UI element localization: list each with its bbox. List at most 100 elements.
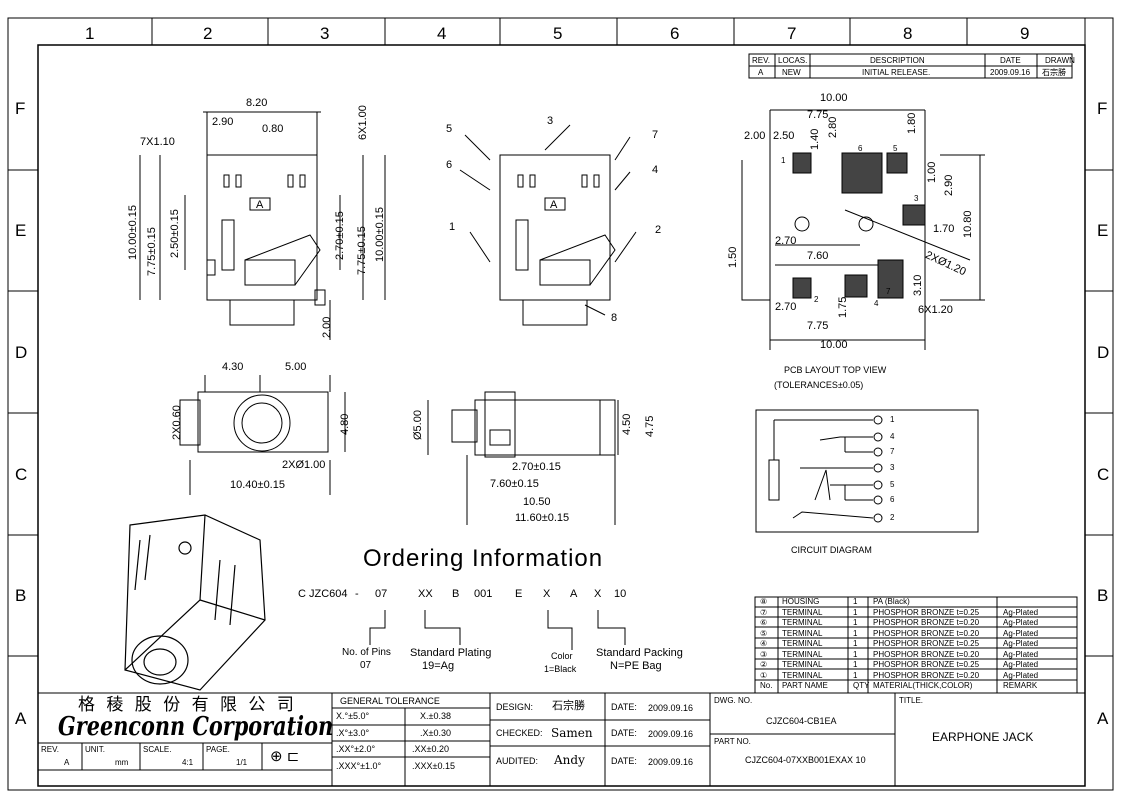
row-label-c-right: C [1097,465,1110,484]
audited-value: Andy [554,753,585,767]
design-label: DESIGN: [496,702,534,712]
bom-cell-4: Ag-Plated [1003,660,1039,669]
row-label-e-right: E [1097,221,1109,240]
ordering-packing-label: Standard Packing [596,647,683,659]
column-label-8: 8 [903,24,913,43]
rev-header-locas: LOCAS. [778,56,808,65]
ordering-color-label: Color [551,651,573,661]
ordering-leader-lines [369,610,626,650]
pin-label-3: 3 [547,115,554,127]
rev-row-description: INITIAL RELEASE. [862,68,931,77]
side-view-drawing [427,391,619,525]
bom-cell-0: ② [760,660,768,669]
bom-cell-0: ⑦ [760,607,768,617]
bom-cell-2: 1 [853,618,858,627]
bom-cell-2: 1 [853,607,858,617]
pin-label-6: 6 [446,159,453,171]
front-2x0-60: 2X0.60 [171,405,183,440]
circuit-pin-1: 1 [890,415,895,424]
ordering-code-10: 10 [614,588,627,600]
column-label-5: 5 [553,24,563,43]
pcb-pad-label-3: 3 [914,194,919,203]
bom-cell-2: 1 [853,639,858,648]
row-label-a-right: A [1097,709,1109,728]
front-width: 10.40±0.15 [230,479,285,491]
projection-symbol-icon: ⊕ ⊏ [270,748,300,765]
checked-label: CHECKED: [496,728,543,738]
bom-cell-3: PHOSPHOR BRONZE t=0.20 [873,618,980,627]
title-label: TITLE. [899,696,924,705]
front-view-drawing [179,375,346,495]
pcb-1-70: 1.70 [933,223,955,235]
bom-cell-4: Ag-Plated [1003,639,1039,648]
row-label-a-left: A [15,709,27,728]
rev-row-drawn: 石宗勝 [1042,68,1066,77]
dim-pins: 7X1.10 [140,136,175,148]
row-label-f-right: F [1097,99,1108,118]
mark-a-left: A [256,199,264,211]
page-value: 1/1 [236,758,248,767]
pcb-caption: PCB LAYOUT TOP VIEW [784,365,887,375]
ordering-color-value: 1=Black [544,664,577,674]
bom-cell-1: TERMINAL [782,660,823,669]
pcb-2-70-bottom: 2.70 [775,301,797,313]
bom-cell-1: TERMINAL [782,639,823,648]
pcb-pad-label-4: 4 [874,299,879,308]
dim-h-total-left: 10.00±0.15 [127,205,139,260]
bom-cell-0: ③ [760,649,768,659]
pcb-w-total: 10.00 [820,92,848,104]
side-dia: Ø5.00 [412,410,424,440]
dwg-no-value: CJZC604-CB1EA [766,716,837,726]
bom-cell-2: 1 [853,597,858,606]
pcb-w-total-bottom: 10.00 [820,339,848,351]
tol-linear-1: .X±0.30 [420,728,451,738]
front-hole: 2XØ1.00 [282,459,326,471]
title-block-grid [38,692,1085,786]
bom-header-0: No. [760,681,773,690]
design-value: 石宗勝 [552,700,585,712]
page-label: PAGE. [206,745,230,754]
bom-cell-0: ⑥ [760,618,768,627]
dim-h-mid-left: 7.75±0.15 [146,227,158,276]
column-label-1: 1 [85,24,95,43]
side-4-50: 4.50 [621,413,633,435]
side-7-60: 7.60±0.15 [490,478,539,490]
pin-view-drawing [459,124,637,326]
bom-cell-3: PHOSPHOR BRONZE t=0.20 [873,628,980,638]
row-label-b-right: B [1097,586,1109,605]
checked-date-label: DATE: [611,728,637,738]
rev-header-rev: REV. [752,56,770,65]
drawing-title: EARPHONE JACK [932,730,1034,744]
pcb-w-inner-bottom: 7.75 [807,320,829,332]
ordering-packing-value: N=PE Bag [610,660,662,672]
column-label-9: 9 [1020,24,1030,43]
pcb-pad-label-5: 5 [893,144,898,153]
isometric-sketch [124,514,266,691]
pcb-2-00: 2.00 [744,130,766,142]
ordering-plating-value: 19=Ag [422,660,455,672]
dim-h-mid-right: 7.75±0.15 [356,226,368,275]
side-4-75: 4.75 [644,415,656,437]
bom-cell-1: TERMINAL [782,607,823,617]
column-label-2: 2 [203,24,213,43]
tol-linear-3: .XXX±0.15 [412,761,455,771]
pcb-7-60: 7.60 [807,250,829,262]
rev-label: REV. [41,745,59,754]
dim-2-90: 2.90 [212,116,234,128]
pcb-pad-label-1: 1 [781,156,786,165]
pcb-2-90: 2.90 [943,174,955,196]
tol-angle-3: .XXX°±1.0° [336,761,382,771]
bom-cell-3: PHOSPHOR BRONZE t=0.20 [873,670,980,680]
ordering-code-x1: X [543,588,551,600]
dim-width: 8.20 [246,97,268,109]
side-10-50: 10.50 [523,496,551,508]
circuit-pin-5: 5 [890,480,895,489]
ordering-code-dash: - [355,588,359,600]
bom-cell-2: 1 [853,660,858,669]
tol-linear-2: .XX±0.20 [412,744,449,754]
bom-cell-1: TERMINAL [782,628,823,638]
row-label-d-right: D [1097,343,1110,362]
ordering-code-a: A [570,588,578,600]
ordering-code-e: E [515,588,523,600]
front-4-30: 4.30 [222,361,244,373]
